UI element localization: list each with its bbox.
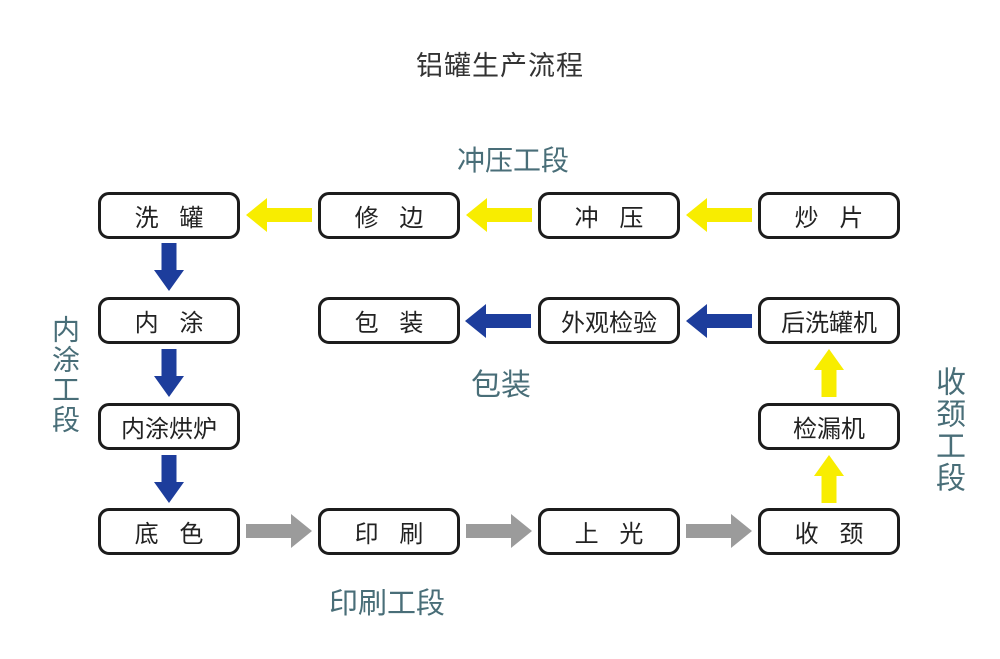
node-leak-detector: 检漏机 (758, 403, 900, 450)
arrow-down-blue-icon (154, 455, 184, 503)
node-neck: 收 颈 (758, 508, 900, 555)
arrow-down-blue-icon (154, 349, 184, 397)
node-base-color: 底 色 (98, 508, 240, 555)
page-title: 铝罐生产流程 (416, 51, 584, 81)
arrow-left-blue-icon (465, 304, 531, 338)
node-visual-inspection: 外观检验 (538, 297, 680, 344)
section-label-necking: 收颈工段 (931, 366, 964, 494)
arrow-left-blue-icon (686, 304, 752, 338)
node-inner-coat: 内 涂 (98, 297, 240, 344)
arrow-left-yellow-icon (246, 198, 312, 232)
section-label-inner-coating: 内涂工段 (49, 315, 80, 435)
node-fry-sheet: 炒 片 (758, 192, 900, 239)
arrow-right-gray-icon (686, 514, 752, 548)
arrow-left-yellow-icon (686, 198, 752, 232)
arrow-left-yellow-icon (466, 198, 532, 232)
node-post-wash-machine: 后洗罐机 (758, 297, 900, 344)
arrow-up-yellow-icon (814, 455, 844, 503)
node-wash-can: 洗 罐 (98, 192, 240, 239)
section-label-stamping: 冲压工段 (456, 145, 570, 176)
node-gloss: 上 光 (538, 508, 680, 555)
section-label-packing: 包装 (471, 369, 531, 402)
arrow-up-yellow-icon (814, 349, 844, 397)
node-pack: 包 装 (318, 297, 460, 344)
node-inner-coat-oven: 内涂烘炉 (98, 403, 240, 450)
arrow-down-blue-icon (154, 243, 184, 291)
node-trim-edge: 修 边 (318, 192, 460, 239)
node-print: 印 刷 (318, 508, 460, 555)
section-label-printing: 印刷工段 (328, 588, 446, 620)
arrow-right-gray-icon (466, 514, 532, 548)
node-stamp: 冲 压 (538, 192, 680, 239)
arrow-right-gray-icon (246, 514, 312, 548)
